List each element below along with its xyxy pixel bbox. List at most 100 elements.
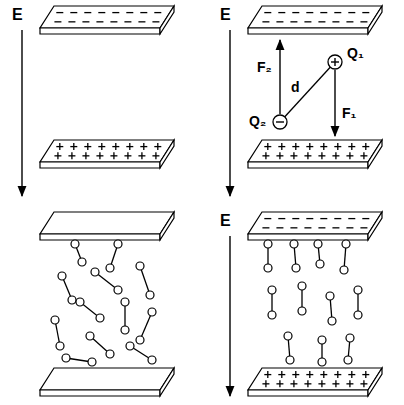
point-charge	[273, 115, 287, 129]
plus-charge	[267, 143, 268, 150]
plate-front-face	[40, 390, 160, 396]
plate-side-face	[368, 140, 382, 168]
minus-charge	[54, 21, 61, 22]
dipole-end	[316, 260, 324, 268]
plus-charge	[363, 152, 364, 159]
plate-side-face	[160, 6, 174, 34]
capacitor-plate	[40, 368, 174, 396]
dipole-end	[314, 240, 322, 248]
plus-charge	[71, 152, 72, 159]
minus-charge	[360, 21, 367, 22]
minus-charge	[348, 12, 355, 13]
minus-charge	[68, 21, 75, 22]
minus-charge	[320, 218, 327, 219]
plate-side-face	[160, 140, 174, 168]
plate-front-face	[40, 28, 160, 34]
minus-charge	[362, 12, 369, 13]
plus-charge	[349, 152, 350, 159]
force-arrow	[334, 70, 335, 136]
plus-charge	[295, 371, 296, 378]
plus-charge	[265, 152, 266, 159]
dipole-end	[121, 326, 129, 334]
plate-top-face	[248, 368, 382, 390]
plus-charge	[129, 143, 130, 150]
plus-charge	[293, 152, 294, 159]
plus-charge	[281, 143, 282, 150]
minus-charge	[332, 21, 339, 22]
minus-charge	[362, 218, 369, 219]
dipole-end	[96, 314, 104, 322]
dipole-end	[268, 286, 276, 294]
plus-charge	[351, 371, 352, 378]
dipole-end	[114, 286, 122, 294]
plus-charge	[307, 152, 308, 159]
plus-charge	[265, 380, 266, 387]
plate-side-face	[368, 368, 382, 396]
force-arrow	[279, 40, 280, 114]
dipole-end	[86, 332, 94, 340]
minus-charge	[276, 21, 283, 22]
dipole-end	[62, 354, 70, 362]
minus-charge	[346, 227, 353, 228]
plate-side-face	[368, 6, 382, 34]
plus-charge	[59, 143, 60, 150]
field-label: E	[220, 6, 231, 24]
capacitor-plate	[248, 140, 382, 168]
minus-charge	[124, 21, 131, 22]
minus-charge	[334, 12, 341, 13]
dipole-end	[264, 240, 272, 248]
plate-front-face	[248, 234, 368, 240]
dipole-end	[326, 292, 334, 300]
plus-charge	[323, 371, 324, 378]
dipole-end	[146, 291, 154, 299]
field-arrow	[21, 30, 22, 196]
quantity-label: Q₂	[249, 114, 266, 129]
dipole-end	[148, 356, 156, 364]
dipole-end	[286, 356, 294, 364]
plate-top-face	[40, 212, 174, 234]
minus-charge	[110, 21, 117, 22]
minus-charge	[318, 21, 325, 22]
dipole-end	[76, 298, 84, 306]
plus-charge	[143, 143, 144, 150]
minus-charge	[276, 227, 283, 228]
dipole-end	[346, 334, 354, 342]
minus-charge	[140, 12, 147, 13]
plus-charge	[141, 152, 142, 159]
dipole-bond	[280, 62, 335, 122]
plate-side-face	[160, 368, 174, 396]
dipole-end	[136, 262, 144, 270]
field-arrow	[229, 236, 230, 396]
minus-charge	[112, 12, 119, 13]
dipole-bond	[140, 266, 150, 295]
minus-charge	[306, 218, 313, 219]
field-arrow	[229, 30, 230, 196]
quantity-label: Q₁	[347, 46, 364, 61]
dipole-end	[344, 356, 352, 364]
dipole-end	[78, 258, 86, 266]
charge-sign	[276, 121, 284, 122]
minus-charge	[126, 12, 133, 13]
plus-charge	[321, 152, 322, 159]
capacitor-plate	[248, 212, 382, 240]
dipole-end	[51, 316, 59, 324]
minus-charge	[306, 12, 313, 13]
minus-charge	[278, 12, 285, 13]
plus-charge	[295, 143, 296, 150]
minus-charge	[292, 218, 299, 219]
plus-charge	[321, 380, 322, 387]
plus-charge	[101, 143, 102, 150]
dipole-end	[298, 282, 306, 290]
plate-front-face	[40, 234, 160, 240]
plate-side-face	[368, 212, 382, 240]
dipole-end	[106, 264, 114, 272]
plate-top-face	[40, 6, 174, 28]
dipole-end	[284, 332, 292, 340]
minus-charge	[320, 12, 327, 13]
plus-charge	[87, 143, 88, 150]
capacitor-plate	[40, 140, 174, 168]
dipole-end	[88, 358, 96, 366]
dipole-end	[68, 296, 76, 304]
plus-charge	[337, 371, 338, 378]
